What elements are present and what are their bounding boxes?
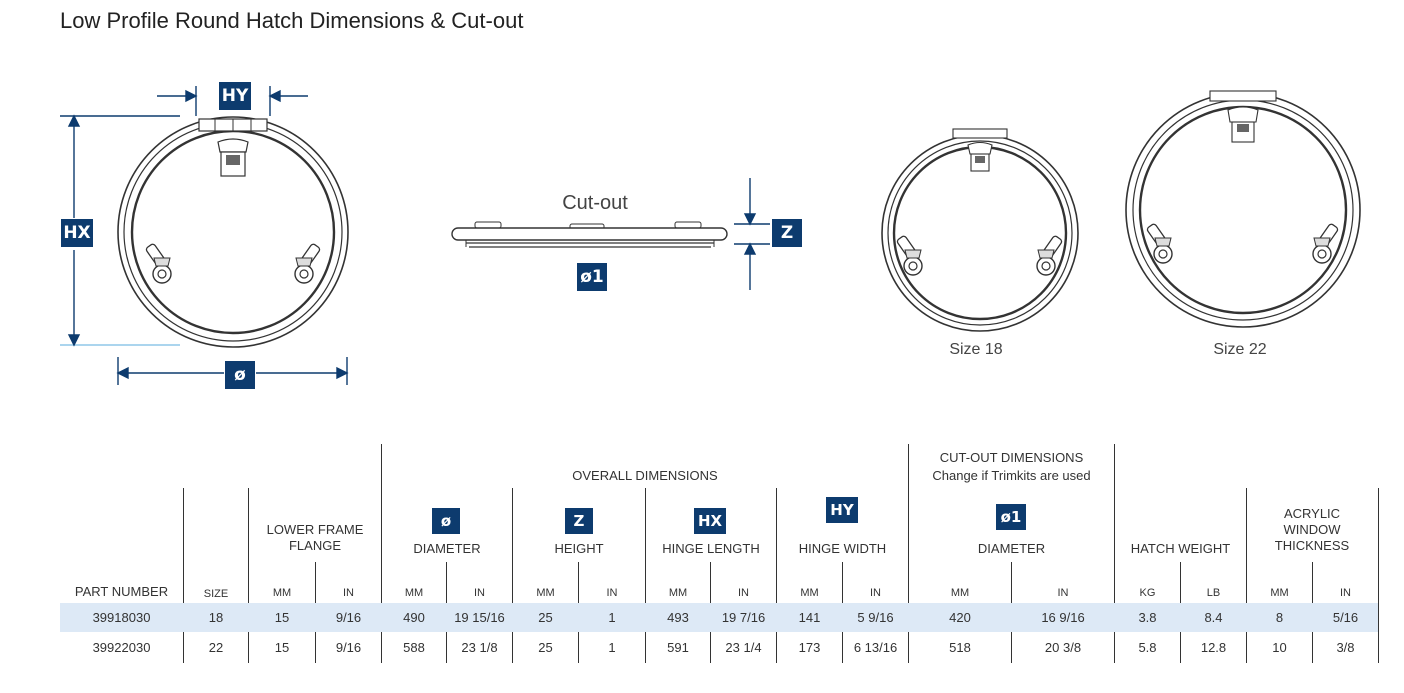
- cell-part: 39918030: [92, 610, 151, 625]
- z-badge: Z: [772, 219, 802, 247]
- cell-dia-in: 19 15/16: [454, 610, 505, 625]
- size-18-caption: Size 18: [949, 341, 1003, 358]
- z-dimension: [734, 178, 770, 290]
- group-cutout-note: Change if Trimkits are used: [932, 468, 1091, 483]
- cell-lb: 12.8: [1200, 640, 1227, 655]
- cell-hy-mm: 173: [798, 640, 821, 655]
- size-18-drawing: [881, 128, 1079, 332]
- unit-flange-mm: MM: [272, 587, 292, 599]
- size-22-caption: Size 22: [1213, 341, 1267, 358]
- col-height: HEIGHT: [554, 541, 604, 556]
- cell-acr-in: 5/16: [1332, 610, 1359, 625]
- unit-cut-in: IN: [1057, 587, 1069, 599]
- cell-cut-mm: 518: [949, 640, 971, 655]
- unit-z-mm: MM: [536, 587, 555, 599]
- cell-kg: 5.8: [1138, 640, 1157, 655]
- cell-dia-mm: 490: [403, 610, 425, 625]
- cell-size: 18: [208, 610, 224, 625]
- col-weight: HATCH WEIGHT: [1130, 541, 1231, 556]
- cell-flange-in: 9/16: [335, 610, 362, 625]
- unit-cut-mm: MM: [950, 587, 970, 599]
- cutout-profile-drawing: [451, 221, 728, 248]
- col-hinge-length-badge: HX: [694, 508, 726, 534]
- cell-acr-mm: 8: [1275, 610, 1284, 625]
- size-22-drawing: [1125, 90, 1361, 328]
- cell-z-in: 1: [608, 610, 616, 625]
- dimension-lines: [60, 86, 349, 385]
- col-diameter-badge: ø: [432, 508, 460, 534]
- col-height-badge: Z: [565, 508, 593, 534]
- hy-badge: HY: [219, 82, 251, 110]
- unit-hx-mm: MM: [668, 587, 688, 599]
- cutout-title: Cut-out: [562, 192, 628, 214]
- unit-hx-in: IN: [738, 587, 749, 599]
- cell-hy-in: 5 9/16: [857, 610, 894, 625]
- group-overall: OVERALL DIMENSIONS: [572, 468, 718, 483]
- cell-lb: 8.4: [1204, 610, 1223, 625]
- main-hatch-drawing: [117, 116, 349, 348]
- unit-z-in: IN: [606, 587, 618, 599]
- cell-acr-in: 3/8: [1336, 640, 1355, 655]
- cell-part: 39922030: [92, 640, 151, 655]
- unit-hy-in: IN: [870, 587, 881, 599]
- col-cut-diameter-badge: ø1: [996, 504, 1026, 530]
- col-hinge-width: HINGE WIDTH: [798, 541, 887, 556]
- unit-kg: KG: [1139, 587, 1156, 599]
- table-row: [60, 603, 1378, 632]
- cell-hx-in: 19 7/16: [721, 610, 766, 625]
- cell-acr-mm: 10: [1272, 640, 1287, 655]
- col-size: SIZE: [203, 588, 229, 600]
- cell-flange-mm: 15: [274, 610, 290, 625]
- cell-hx-in: 23 1/4: [725, 640, 762, 655]
- cell-flange-mm: 15: [274, 640, 290, 655]
- col-cut-diameter: DIAMETER: [977, 541, 1046, 556]
- cell-hx-mm: 591: [667, 640, 689, 655]
- unit-acr-in: IN: [1340, 587, 1351, 599]
- col-lower-frame: LOWER FRAME FLANGE: [266, 522, 364, 553]
- unit-dia-in: IN: [474, 587, 485, 599]
- group-cutout: CUT-OUT DIMENSIONS: [939, 450, 1084, 465]
- cell-flange-in: 9/16: [335, 640, 362, 655]
- page-title: Low Profile Round Hatch Dimensions & Cut…: [60, 8, 524, 33]
- col-part-number: PART NUMBER: [74, 584, 169, 599]
- cell-size: 22: [208, 640, 224, 655]
- diameter-badge: ø: [225, 361, 255, 389]
- col-hinge-width-badge: HY: [826, 497, 858, 523]
- cell-dia-in: 23 1/8: [461, 640, 498, 655]
- unit-dia-mm: MM: [404, 587, 424, 599]
- col-diameter: DIAMETER: [413, 541, 481, 556]
- hx-badge: HX: [61, 219, 93, 247]
- cell-dia-mm: 588: [403, 640, 425, 655]
- cutout-diameter-badge: ø1: [577, 263, 607, 291]
- unit-hy-mm: MM: [800, 587, 819, 599]
- cell-cut-in: 16 9/16: [1041, 610, 1085, 625]
- cell-cut-in: 20 3/8: [1044, 640, 1082, 655]
- cell-z-in: 1: [608, 640, 616, 655]
- cell-z-mm: 25: [538, 610, 553, 625]
- unit-lb: LB: [1206, 587, 1221, 599]
- cell-hx-mm: 493: [667, 610, 689, 625]
- col-hinge-length: HINGE LENGTH: [662, 541, 760, 556]
- cell-z-mm: 25: [538, 640, 553, 655]
- cell-cut-mm: 420: [949, 610, 971, 625]
- cell-hy-mm: 141: [798, 610, 821, 625]
- unit-flange-in: IN: [343, 587, 354, 599]
- cell-kg: 3.8: [1138, 610, 1157, 625]
- unit-acr-mm: MM: [1270, 587, 1289, 599]
- hatch-drawings: [60, 86, 1361, 385]
- cell-hy-in: 6 13/16: [853, 640, 898, 655]
- col-acrylic: ACRYLIC WINDOW THICKNESS: [1274, 506, 1350, 553]
